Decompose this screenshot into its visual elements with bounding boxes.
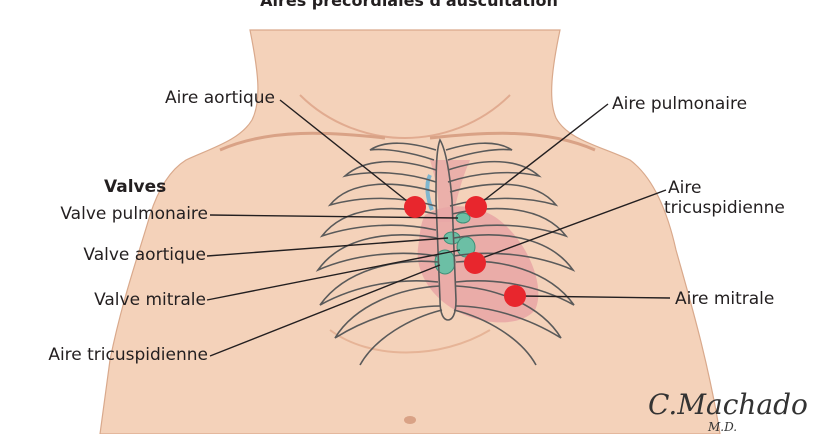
label-aire-tricuspidienne-right-line2: tricuspidienne	[664, 198, 785, 218]
dot-aire-aortique	[404, 196, 426, 218]
dot-aire-mitrale	[504, 285, 526, 307]
navel	[404, 416, 416, 424]
label-aire-mitrale: Aire mitrale	[675, 289, 774, 309]
label-aire-tricuspidienne-right-line1: Aire	[668, 178, 701, 198]
label-aire-aortique: Aire aortique	[165, 88, 275, 108]
label-valve-aortique: Valve aortique	[83, 245, 206, 265]
artist-signature: C.Machado	[648, 388, 808, 421]
label-valves-heading: Valves	[104, 177, 166, 197]
label-aire-tricuspidienne-left: Aire tricuspidienne	[48, 345, 208, 365]
label-aire-pulmonaire: Aire pulmonaire	[612, 94, 747, 114]
diagram-title: Aires précordiales d'auscultation	[0, 0, 818, 10]
dot-aire-tricuspidienne	[464, 252, 486, 274]
label-valve-mitrale: Valve mitrale	[94, 290, 206, 310]
dot-aire-pulmonaire	[465, 196, 487, 218]
artist-signature-suffix: M.D.	[708, 420, 737, 434]
valve-pulmonaire-shape	[456, 213, 470, 223]
label-valve-pulmonaire: Valve pulmonaire	[60, 204, 208, 224]
